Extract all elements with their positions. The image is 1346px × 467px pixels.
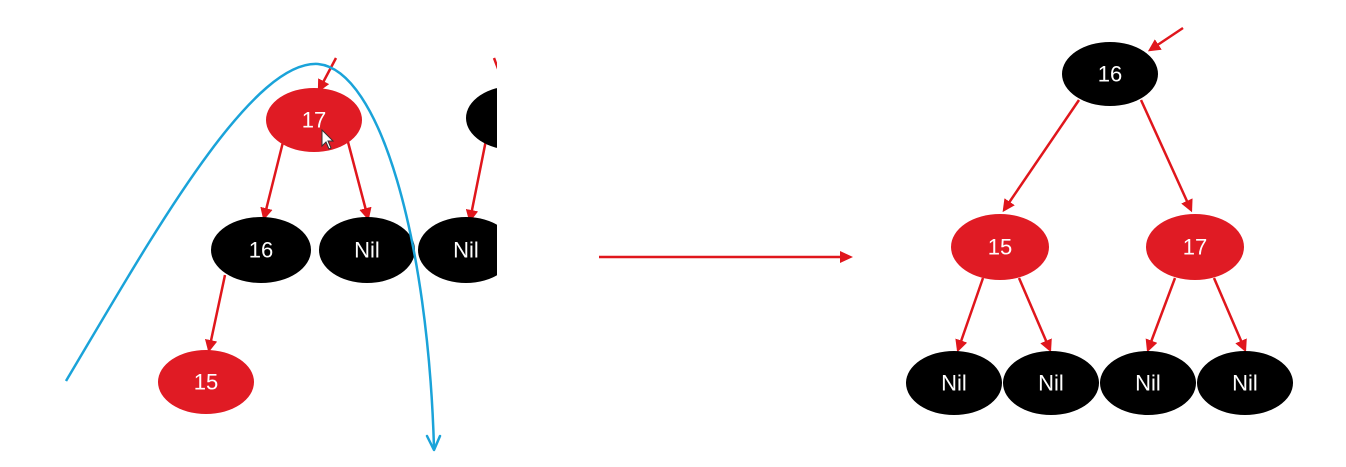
edge-15-to-nil-2 <box>1017 277 1052 353</box>
right-leaf-nil-3-label: Nil <box>1135 371 1161 396</box>
left-node-17-label: 17 <box>302 108 326 133</box>
left-node-16-label: 16 <box>249 238 273 263</box>
left-node-nil-clipped-label: Nil <box>453 238 479 263</box>
right-leaf-nil-2-shape <box>1003 351 1099 415</box>
mouse-pointer-icon <box>321 128 335 150</box>
right-leaf-nil-2: Nil <box>1003 351 1099 415</box>
right-leaf-nil-4-label: Nil <box>1232 371 1258 396</box>
right-node-17: 17 <box>1146 214 1244 280</box>
edge-16-to-15 <box>1002 99 1081 213</box>
left-node-nil-shape <box>319 217 415 283</box>
right-node-17-shape <box>1146 214 1244 280</box>
transform-arrow <box>599 251 853 263</box>
left-node-nil-clipped-shape <box>418 217 497 283</box>
left-tree: 17 16 Nil Nil 15 <box>158 57 497 414</box>
right-node-17-label: 17 <box>1183 235 1207 260</box>
left-node-17: 17 <box>266 88 362 152</box>
left-node-nil-clipped: Nil <box>418 217 497 283</box>
edge-16-to-15 <box>204 274 227 353</box>
right-leaf-nil-1: Nil <box>906 351 1002 415</box>
right-leaf-nil-1-label: Nil <box>941 371 967 396</box>
left-node-15-label: 15 <box>194 370 218 395</box>
right-leaf-nil-4: Nil <box>1197 351 1293 415</box>
right-node-16-shape <box>1062 42 1158 106</box>
left-node-16: 16 <box>211 217 311 283</box>
right-leaf-nil-3-shape <box>1100 351 1196 415</box>
left-node-15-shape <box>158 350 254 414</box>
right-node-15-label: 15 <box>988 235 1012 260</box>
left-node-16-shape <box>211 217 311 283</box>
right-node-16-label: 16 <box>1098 62 1122 87</box>
right-root-incoming-edge <box>1147 26 1184 52</box>
right-leaf-nil-2-label: Nil <box>1038 371 1064 396</box>
edge-clipped-to-nil <box>465 139 488 223</box>
right-leaf-nil-1-shape <box>906 351 1002 415</box>
left-node-nil-label: Nil <box>354 238 380 263</box>
rotation-curve-arrowhead <box>425 434 442 452</box>
rotation-curve-path <box>64 62 436 449</box>
edge-17-to-16 <box>260 141 285 221</box>
left-node-nil: Nil <box>319 217 415 283</box>
right-node-15: 15 <box>951 214 1049 280</box>
edge-17-to-nil-3 <box>1145 277 1177 353</box>
edge-17-to-nil-4 <box>1212 277 1247 353</box>
left-root-incoming-edge <box>317 57 338 93</box>
right-node-16: 16 <box>1062 42 1158 106</box>
rotation-curve <box>64 62 442 452</box>
left-clipped-black-node <box>466 88 497 148</box>
left-node-17-shape <box>266 88 362 152</box>
transform-arrow-head <box>840 251 853 263</box>
edge-16-to-17 <box>1139 99 1193 213</box>
right-leaf-nil-4-shape <box>1197 351 1293 415</box>
edge-15-to-nil-1 <box>955 277 985 353</box>
right-tree: 16 15 17 Nil Nil Nil <box>906 26 1293 415</box>
right-leaf-nil-3: Nil <box>1100 351 1196 415</box>
left-clipped-incoming-edge <box>492 57 497 70</box>
left-node-15: 15 <box>158 350 254 414</box>
right-node-15-shape <box>951 214 1049 280</box>
edge-17-to-nil <box>346 141 372 221</box>
